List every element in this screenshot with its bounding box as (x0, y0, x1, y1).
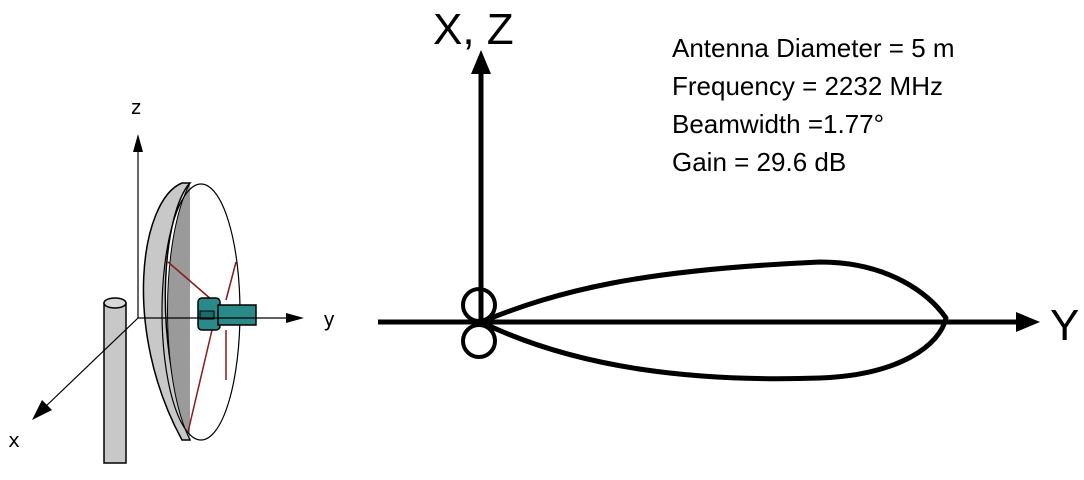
spec-beamwidth: Beamwidth =1.77° (672, 109, 884, 139)
spec-diameter: Antenna Diameter = 5 m (672, 33, 955, 63)
spec-gain: Gain = 29.6 dB (672, 147, 846, 177)
main-lobe (478, 259, 949, 382)
vertical-axis-arrowhead (471, 50, 491, 74)
x-axis-arrowhead (32, 400, 52, 420)
y-axis-arrowhead (286, 313, 304, 323)
radiation-pattern: X, Z Y (378, 5, 1079, 382)
vertical-axis-label: X, Z (433, 5, 514, 54)
y-axis-label: y (323, 307, 335, 331)
feed-struts (167, 261, 237, 433)
z-axis-arrowhead (133, 134, 143, 152)
antenna-illustration: z y x (8, 95, 335, 464)
antenna-axes (32, 134, 304, 420)
spec-frequency: Frequency = 2232 MHz (672, 71, 943, 101)
feed-horn (197, 297, 257, 331)
x-axis-label: x (8, 428, 20, 452)
lower-back-lobe (461, 323, 497, 359)
horizontal-axis-label: Y (1050, 301, 1079, 350)
mast (103, 297, 127, 464)
z-axis-label: z (130, 95, 142, 119)
antenna-specs: Antenna Diameter = 5 m Frequency = 2232 … (672, 33, 955, 177)
horizontal-axis-arrowhead (1016, 312, 1040, 332)
